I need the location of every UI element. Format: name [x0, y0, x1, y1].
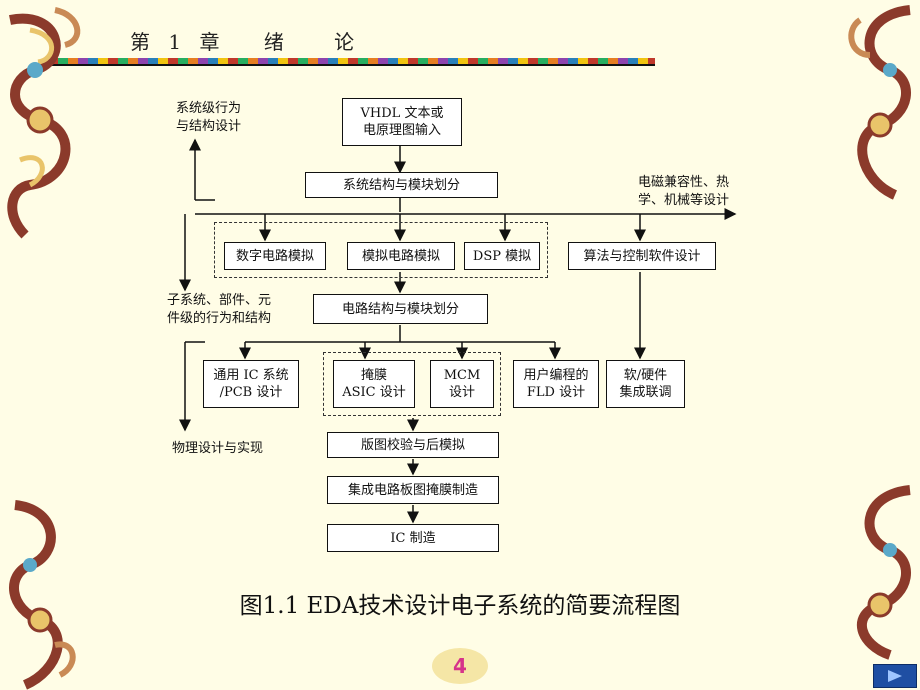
corner-ornament-icon — [9, 500, 76, 690]
figure-caption: 图1.1 EDA技术设计电子系统的简要流程图 — [239, 593, 681, 619]
fld-box: 用户编程的 FLD 设计 — [513, 360, 599, 408]
analog-sim-box: 模拟电路模拟 — [347, 242, 455, 270]
dsp-sim-box: DSP 模拟 — [464, 242, 540, 270]
chapter-prefix: 第 — [130, 30, 152, 54]
mask-asic-box: 掩膜 ASIC 设计 — [333, 360, 415, 408]
physical-design-label: 物理设计与实现 — [172, 441, 264, 456]
header-divider — [48, 58, 655, 66]
corner-ornament-icon — [848, 5, 911, 200]
digital-sim-box: 数字电路模拟 — [224, 242, 326, 270]
next-slide-button[interactable] — [873, 664, 917, 688]
layout-check-box: 版图校验与后模拟 — [327, 432, 499, 458]
next-arrow-icon — [888, 670, 902, 682]
emc-label: 电磁兼容性、热 学、机械等设计 — [638, 175, 730, 208]
chapter-suffix: 章 — [199, 30, 222, 54]
corner-ornament-icon — [7, 7, 81, 239]
corner-ornament-icon — [856, 485, 911, 660]
circuit-partition-box: 电路结构与模块划分 — [313, 294, 488, 324]
system-partition-box: 系统结构与模块划分 — [305, 172, 498, 198]
ic-manufacture-box: IC 制造 — [327, 524, 499, 552]
simulation-group — [214, 222, 548, 278]
asic-mcm-group — [323, 352, 501, 416]
mask-making-box: 集成电路板图掩膜制造 — [327, 476, 499, 504]
page-number: 4 — [432, 648, 488, 684]
chapter-title-a: 绪 — [263, 30, 286, 54]
system-level-label: 系统级行为 与结构设计 — [176, 101, 242, 134]
mcm-box: MCM 设计 — [430, 360, 494, 408]
chapter-header: 第 1 章 绪 论 — [130, 26, 356, 55]
subsystem-level-label: 子系统、部件、元 件级的行为和结构 — [167, 293, 272, 326]
chapter-number: 1 — [168, 30, 184, 54]
ic-pcb-box: 通用 IC 系统 /PCB 设计 — [203, 360, 299, 408]
cosim-box: 软/硬件 集成联调 — [606, 360, 685, 408]
chapter-title-b: 论 — [334, 30, 357, 54]
vhdl-input-box: VHDL 文本或 电原理图输入 — [342, 98, 462, 146]
algorithm-design-box: 算法与控制软件设计 — [568, 242, 716, 270]
